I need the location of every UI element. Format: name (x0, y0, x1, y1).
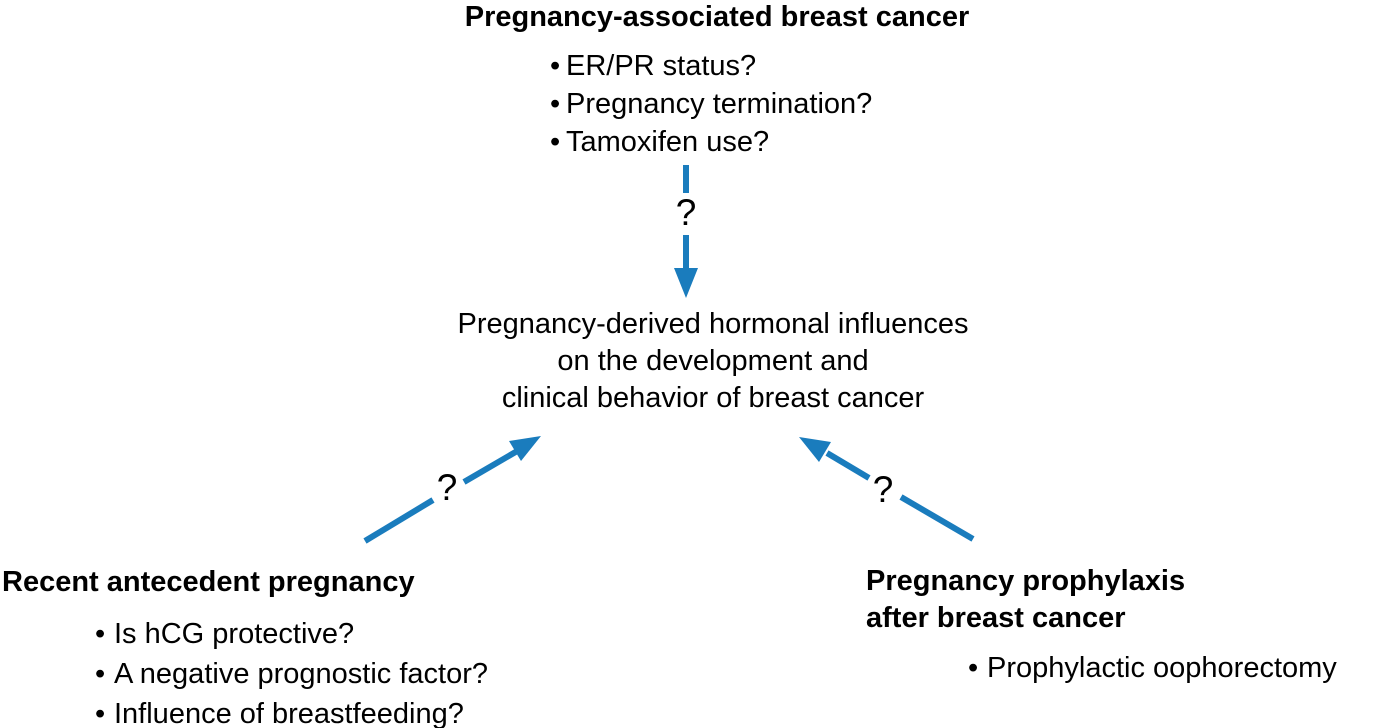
top-arrow-question-label: ? (675, 192, 697, 233)
list-item: Pregnancy termination? (550, 85, 872, 123)
center-statement-line: on the development and (557, 345, 869, 377)
list-item: Is hCG protective? (95, 614, 488, 654)
list-item: Influence of breastfeeding? (95, 694, 488, 728)
right-up-arrow-lower-segment (899, 494, 975, 542)
top-down-arrow-head-icon (674, 268, 698, 298)
list-item: Tamoxifen use? (550, 123, 872, 161)
bottom-right-section-title: Pregnancy prophylaxis after breast cance… (866, 563, 1185, 637)
bottom-left-bullet-list: Is hCG protective? A negative prognostic… (95, 614, 488, 728)
bottom-right-bullet-list: Prophylactic oophorectomy (968, 648, 1337, 688)
center-statement-line: Pregnancy-derived hormonal influences (457, 308, 969, 340)
center-statement: Pregnancy-derived hormonal influences on… (413, 306, 1013, 417)
right-up-arrow-head-icon (799, 437, 831, 462)
list-item: Prophylactic oophorectomy (968, 648, 1337, 688)
left-up-arrow-lower-segment (363, 497, 435, 544)
right-up-arrow-upper-segment (825, 450, 871, 481)
left-up-arrow-head-icon (509, 436, 541, 461)
right-arrow-question-label: ? (872, 469, 894, 510)
top-section-bullet-list: ER/PR status? Pregnancy termination? Tam… (550, 47, 872, 161)
center-statement-line: clinical behavior of breast cancer (501, 382, 925, 414)
top-section-title: Pregnancy-associated breast cancer (464, 1, 970, 33)
bottom-left-section-title: Recent antecedent pregnancy (2, 566, 415, 598)
list-item: A negative prognostic factor? (95, 654, 488, 694)
left-arrow-question-label: ? (436, 467, 458, 508)
bottom-right-title-line: Pregnancy prophylaxis (866, 565, 1186, 597)
bottom-right-title-line: after breast cancer (866, 602, 1126, 634)
left-up-arrow-upper-segment (462, 447, 521, 485)
list-item: ER/PR status? (550, 47, 872, 85)
